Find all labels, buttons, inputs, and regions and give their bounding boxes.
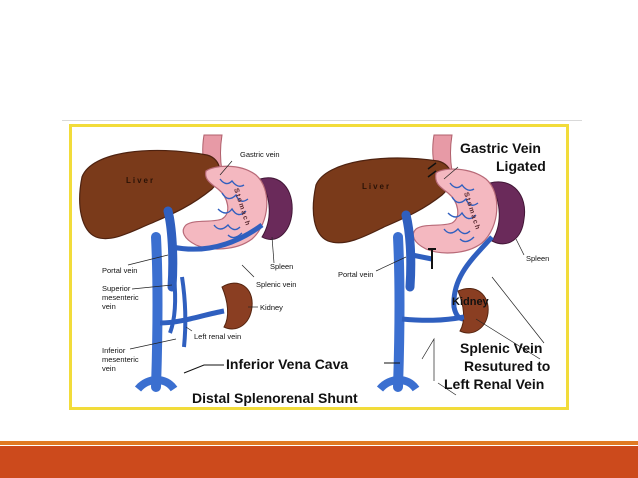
left-ivc-base — [134, 376, 178, 392]
right-spleen-label: Spleen — [526, 254, 549, 263]
left-kidney-label: Kidney — [260, 303, 283, 312]
diagram-frame: Liver Stomach Gastric vein Spleen Portal… — [69, 124, 569, 410]
right-ligature-splenic — [428, 248, 436, 269]
right-ivc-base — [376, 376, 420, 392]
left-spleen-label: Spleen — [270, 262, 293, 271]
right-ligature-marks — [427, 162, 437, 178]
right-renal-vein — [401, 314, 465, 323]
left-portal-vein-label: Portal vein — [102, 266, 137, 275]
title-underline — [62, 120, 582, 121]
right-gastric-ligated-2: Ligated — [496, 158, 546, 174]
right-gastric-vessels — [443, 182, 479, 243]
left-renal-vein — [159, 308, 225, 326]
left-splenic-vein-label: Splenic vein — [256, 280, 296, 289]
left-leader-lines — [127, 160, 275, 350]
left-sup-mesenteric-2: mesenteric — [102, 293, 139, 302]
right-gastric-ligated-1: Gastric Vein — [460, 140, 541, 156]
left-stomach — [182, 165, 268, 250]
left-inf-mesenteric-3: vein — [102, 364, 116, 373]
left-liver-label: Liver — [126, 176, 155, 185]
ivc-caption: Inferior Vena Cava — [226, 356, 348, 372]
left-mesenteric-veins — [168, 276, 188, 348]
right-liver — [312, 157, 452, 244]
footer-accent-bar — [0, 441, 638, 445]
ivc-leader-lines — [183, 362, 400, 374]
right-splenic-resutured-1: Splenic Vein — [460, 340, 542, 356]
left-liver — [79, 149, 221, 240]
left-splenic-vein — [171, 222, 264, 252]
right-portal-vein — [401, 210, 416, 292]
right-anatomy — [312, 134, 545, 396]
right-leader-lines — [375, 166, 545, 396]
right-spleen — [489, 181, 526, 245]
left-kidney — [221, 282, 253, 330]
footer-bar — [0, 446, 638, 478]
right-liver-label: Liver — [362, 182, 391, 191]
left-vena-cava — [151, 232, 163, 392]
diagram-title: Distal Splenorenal Shunt — [192, 390, 358, 406]
left-renal-vein-label: Left renal vein — [194, 332, 241, 341]
right-splenic-resutured-2: Resutured to — [464, 358, 550, 374]
right-stomach — [412, 168, 498, 254]
left-anatomy — [79, 134, 293, 392]
left-inf-mesenteric-1: Inferior — [102, 346, 126, 355]
left-sup-mesenteric-1: Superior — [102, 284, 131, 293]
left-gastric-vein-label: Gastric vein — [240, 150, 280, 159]
right-vena-cava — [393, 232, 405, 392]
right-splenic-vein-ligated — [411, 252, 433, 262]
left-spleen — [259, 177, 293, 240]
right-portal-vein-label: Portal vein — [338, 270, 373, 279]
right-splenic-resutured-3: Left Renal Vein — [444, 376, 544, 392]
right-kidney-label: Kidney — [452, 296, 490, 308]
distal-splenorenal-shunt-diagram: Liver Stomach Gastric vein Spleen Portal… — [79, 134, 550, 406]
left-gastric-vessels — [213, 178, 249, 239]
left-inf-mesenteric-2: mesenteric — [102, 355, 139, 364]
left-sup-mesenteric-3: vein — [102, 302, 116, 311]
